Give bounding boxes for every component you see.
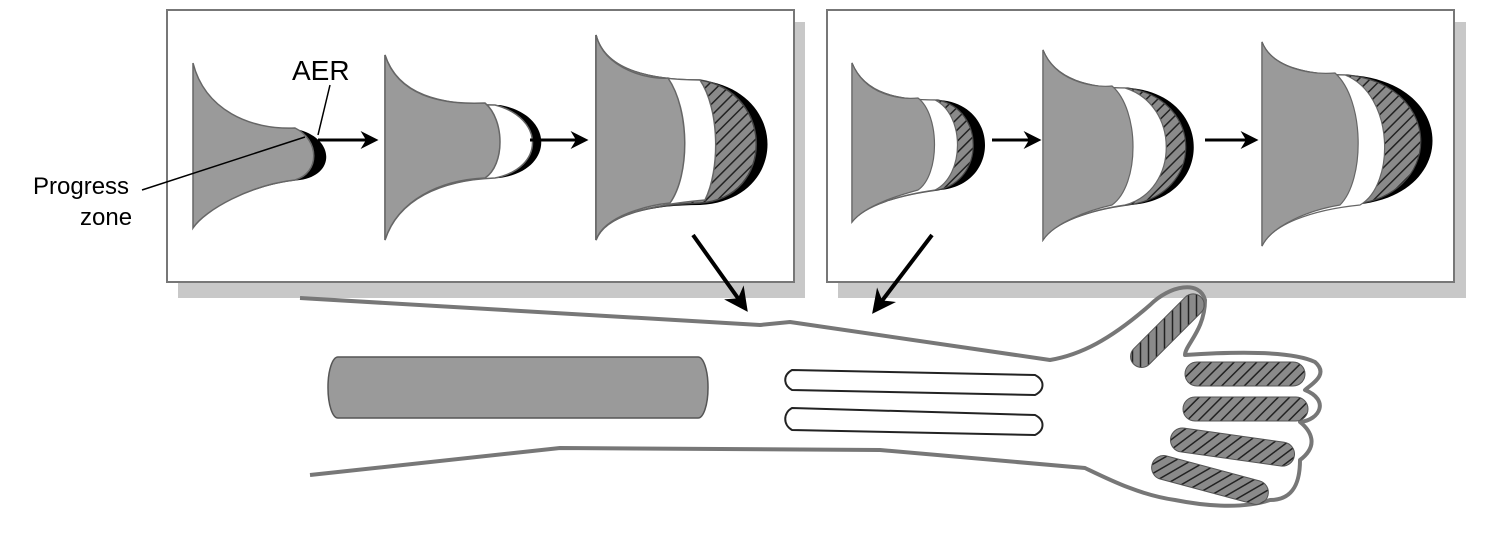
right-limb-bud-stage-3 bbox=[1261, 41, 1433, 247]
pointer-arrow-left bbox=[691, 233, 748, 312]
stylopod-gray bbox=[595, 34, 686, 241]
digit-bones bbox=[1130, 293, 1309, 505]
digit-3 bbox=[1182, 396, 1309, 422]
left-limb-bud-stage-2 bbox=[384, 54, 542, 241]
right-limb-bud-stage-2 bbox=[1042, 49, 1194, 242]
proximal-element-gray bbox=[384, 54, 501, 241]
adult-arm bbox=[299, 285, 1323, 508]
proximal-gray bbox=[1261, 41, 1359, 247]
left-limb-bud-stage-3 bbox=[595, 34, 768, 241]
humerus-bone bbox=[327, 356, 709, 419]
radius-bone bbox=[784, 368, 1044, 397]
aer-leader-line bbox=[317, 84, 331, 136]
digit-4 bbox=[1169, 427, 1296, 467]
digit-thumb bbox=[1130, 293, 1205, 368]
aer-label: AER bbox=[292, 55, 350, 86]
proximal-gray bbox=[1042, 49, 1134, 242]
pointer-arrow-right bbox=[872, 233, 934, 314]
left-panel: AER Progress zone bbox=[33, 9, 805, 298]
progress-zone-label-line2: zone bbox=[80, 204, 132, 231]
arm-outline bbox=[299, 285, 1323, 508]
left-limb-bud-stage-1 bbox=[192, 62, 327, 231]
right-panel bbox=[826, 9, 1466, 298]
proximal-gray bbox=[851, 62, 935, 224]
progress-zone-label-line1: Progress bbox=[33, 173, 129, 200]
digit-5 bbox=[1151, 455, 1269, 505]
limb-bud-mesenchyme bbox=[192, 62, 315, 231]
ulna-bone bbox=[784, 406, 1044, 437]
digit-2 bbox=[1184, 361, 1306, 387]
progress-zone-leader-line bbox=[141, 136, 306, 191]
right-limb-bud-stage-1 bbox=[851, 62, 985, 224]
